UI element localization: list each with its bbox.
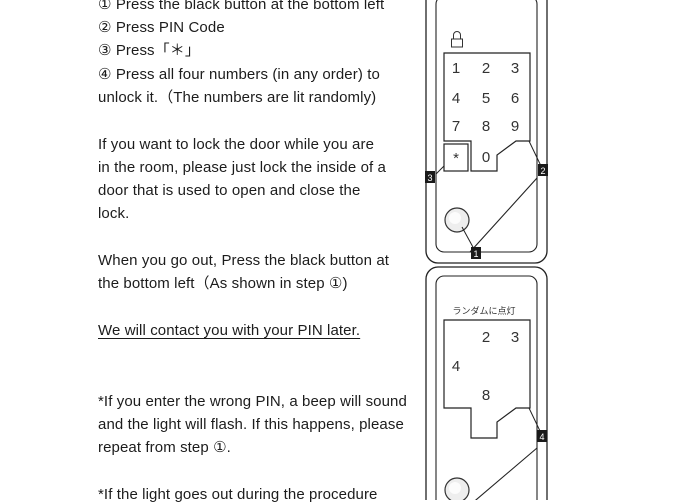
key-2: 2 [482,60,490,77]
star-key-box [443,143,469,172]
leader-3 [435,165,445,175]
svg-text:4: 4 [539,432,544,442]
lock-body-inner [435,0,538,253]
lock-line-2: in the room, please just lock the inside… [98,159,386,176]
key-5: 5 [482,90,490,107]
lock-line-3: door that is used to open and close the [98,182,361,199]
lit-key-3: 3 [511,329,519,346]
lock-line-1: If you want to lock the door while you a… [98,136,375,153]
go-out-line-2: the bottom left（As shown in step ①) [98,275,348,292]
lit-key-8: 8 [482,387,490,404]
lock-diagram-top: 1 2 3 4 5 6 7 8 9 * 0 1 2 [425,0,548,264]
callout-badge-2: 2 [538,164,548,176]
contact-note: We will contact you with your PIN later. [98,322,361,339]
lock-line-4: lock. [98,205,130,222]
key-3: 3 [511,60,519,77]
padlock-icon [451,31,463,48]
faceplate-slope [469,177,538,253]
key-9: 9 [511,118,519,135]
lit-key-2: 2 [482,329,490,346]
step-4-cont: unlock it.（The numbers are lit randomly) [98,89,377,106]
callout-badge-1: 1 [471,247,481,259]
leader-1 [461,226,475,250]
leader-2 [528,140,542,167]
step-2: ② Press PIN Code [98,19,225,36]
step-1: ① Press the black button at the bottom l… [98,0,385,13]
light-out-line: *If the light goes out during the proced… [98,486,378,503]
svg-text:3: 3 [427,173,432,183]
step-4: ④ Press all four numbers (in any order) … [98,66,380,83]
black-button-icon-bottom [444,477,470,500]
random-lit-label: ランダムに点灯 [452,305,515,316]
black-button-icon [444,207,470,233]
step-3: ③ Press「＊」 [98,42,200,59]
key-8: 8 [482,118,490,135]
key-1: 1 [452,60,460,77]
lock-body-inner-bottom [435,275,538,500]
lock-body-outer-bottom [425,266,548,500]
key-0: 0 [482,149,490,166]
key-star: * [453,150,459,167]
lock-diagram-bottom: ランダムに点灯 2 3 4 8 4 [425,266,548,500]
keypad-panel-bottom [443,319,531,439]
callout-badge-4: 4 [537,430,547,442]
lit-key-4: 4 [452,358,460,375]
go-out-line-1: When you go out, Press the black button … [98,252,390,269]
wrong-pin-line-3: repeat from step ①. [98,439,231,456]
svg-text:2: 2 [540,166,545,176]
faceplate-slope-bottom [475,447,538,500]
svg-text:1: 1 [473,249,478,259]
key-7: 7 [452,118,460,135]
wrong-pin-line-1: *If you enter the wrong PIN, a beep will… [98,393,407,410]
key-6: 6 [511,90,519,107]
keypad-panel [443,52,531,172]
leader-4 [528,407,541,432]
callout-badge-3: 3 [425,171,435,183]
key-4: 4 [452,90,460,107]
wrong-pin-line-2: and the light will flash. If this happen… [98,416,404,433]
lock-body-outer [425,0,548,264]
